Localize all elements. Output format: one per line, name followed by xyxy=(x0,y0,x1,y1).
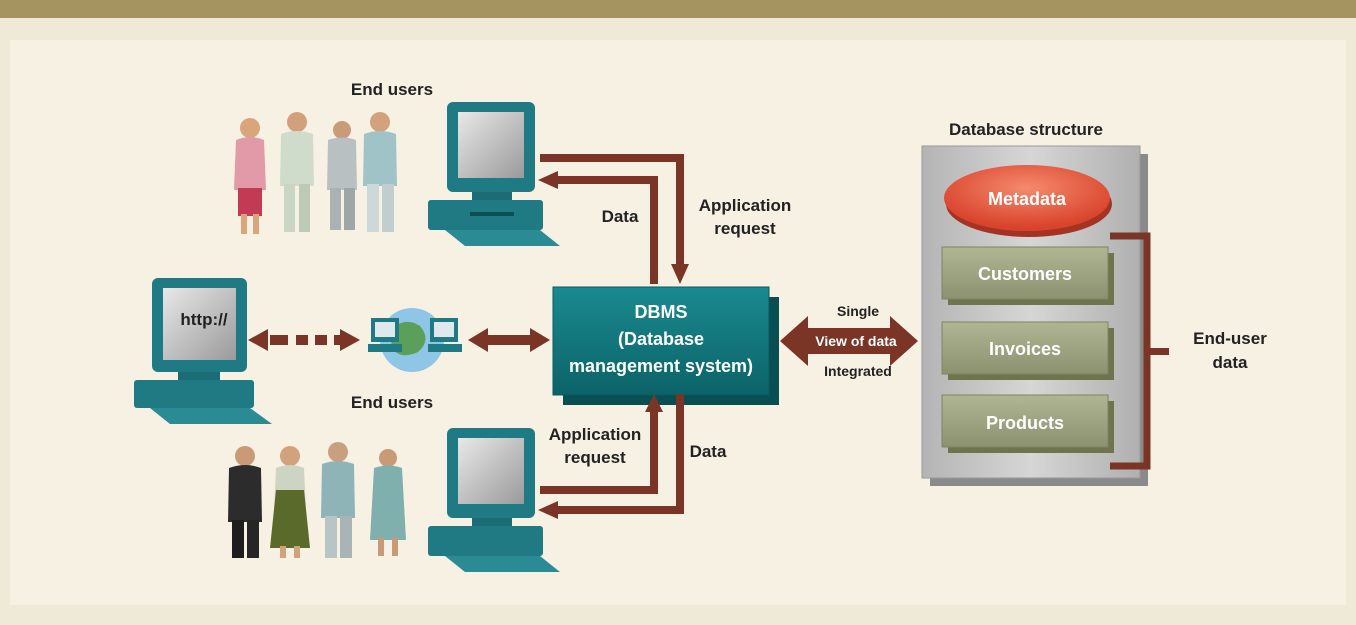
table-customers xyxy=(941,246,1114,305)
view-of-data-label: View of data xyxy=(815,333,897,349)
people-group-top xyxy=(234,112,397,234)
metadata-label: Metadata xyxy=(988,189,1067,209)
people-group-bottom xyxy=(228,442,406,558)
end-users-bottom-label: End users xyxy=(351,393,433,412)
network-globe-icon xyxy=(368,308,462,372)
bottom-app-request-line2: request xyxy=(564,448,626,467)
person-icon xyxy=(234,118,266,234)
customers-label: Customers xyxy=(978,264,1072,284)
computer-icon-bottom xyxy=(428,428,560,572)
person-icon xyxy=(327,121,357,230)
person-icon xyxy=(280,112,314,232)
metadata-ellipse xyxy=(944,165,1112,237)
top-data-label: Data xyxy=(602,207,639,226)
integrated-label: Integrated xyxy=(824,363,892,379)
computer-icon-top xyxy=(428,102,560,246)
dbms-box xyxy=(552,286,779,405)
database-structure-title: Database structure xyxy=(949,120,1103,139)
computer-icon-web xyxy=(134,278,272,424)
table-invoices xyxy=(941,321,1114,380)
end-users-top-label: End users xyxy=(351,80,433,99)
bottom-data-label: Data xyxy=(690,442,727,461)
bottom-app-request-line1: Application xyxy=(549,425,642,444)
dbms-title: DBMS xyxy=(635,302,688,322)
single-label: Single xyxy=(837,303,879,319)
products-label: Products xyxy=(986,413,1064,433)
http-label: http:// xyxy=(180,310,227,329)
top-banner xyxy=(0,0,1356,18)
person-icon xyxy=(370,449,406,556)
person-icon xyxy=(363,112,397,232)
top-app-request-line2: request xyxy=(714,219,776,238)
table-products xyxy=(941,394,1114,453)
top-app-request-line1: Application xyxy=(699,196,792,215)
person-icon xyxy=(270,446,310,558)
end-user-data-line2: data xyxy=(1213,353,1249,372)
bracket-tick xyxy=(1147,348,1169,355)
double-arrow-web xyxy=(468,328,550,352)
end-user-data-line1: End-user xyxy=(1193,329,1267,348)
dashed-arrow xyxy=(248,329,360,351)
person-icon xyxy=(321,442,355,558)
dbms-subtitle-1: (Database xyxy=(618,329,704,349)
invoices-label: Invoices xyxy=(989,339,1061,359)
integrated-view-arrow xyxy=(780,316,918,366)
dbms-subtitle-2: management system) xyxy=(569,356,753,376)
person-icon xyxy=(228,446,262,558)
